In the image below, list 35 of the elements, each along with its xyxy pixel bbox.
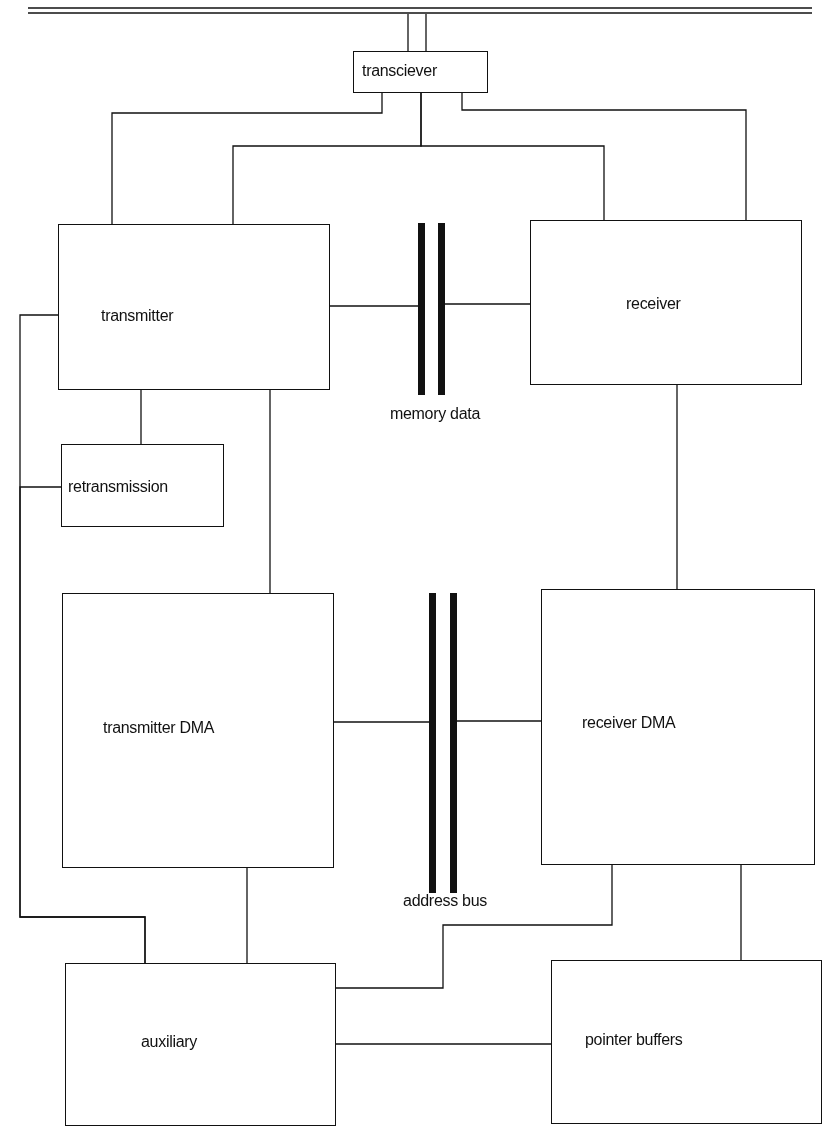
block-label: retransmission [68, 478, 168, 496]
connector-line [329, 305, 419, 307]
connector-line [111, 92, 383, 225]
block-label: auxiliary [141, 1033, 197, 1051]
connector-line [333, 721, 430, 723]
connector-line [420, 92, 605, 221]
connector-line [335, 864, 613, 989]
connector-line [269, 389, 271, 594]
connector-line [676, 384, 678, 590]
block-box [541, 589, 815, 865]
block-label: receiver [626, 295, 681, 313]
connector-line [246, 867, 248, 964]
block-label: transmitter DMA [103, 719, 215, 737]
bus-label: memory data [388, 405, 482, 423]
connector-line [19, 486, 146, 964]
block-label: transciever [362, 62, 437, 80]
connector-line [425, 13, 427, 52]
connector-line [407, 13, 409, 52]
connector-line [335, 1043, 552, 1045]
connector-line [444, 303, 531, 305]
block-box [61, 444, 224, 527]
block-label: receiver DMA [582, 714, 676, 732]
block-box [65, 963, 336, 1126]
block-box [62, 593, 334, 868]
block-box [353, 51, 488, 93]
block-label: transmitter [101, 307, 174, 325]
block-box [551, 960, 822, 1124]
connector-line [461, 92, 747, 221]
connector-line [740, 864, 742, 961]
block-box [58, 224, 330, 390]
bus-label: address bus [402, 892, 488, 910]
block-label: pointer buffers [585, 1031, 683, 1049]
connector-line [456, 720, 542, 722]
block-box [530, 220, 802, 385]
connector-line [140, 389, 142, 445]
